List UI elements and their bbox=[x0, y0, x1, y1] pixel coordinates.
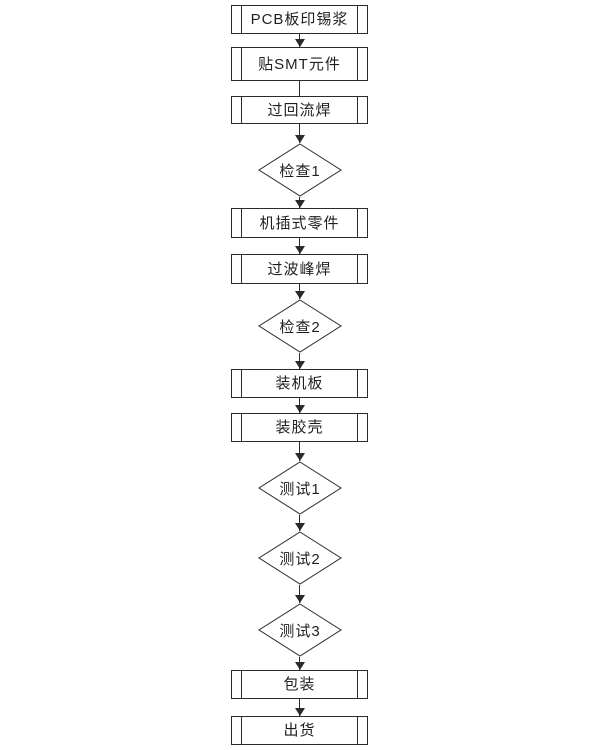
inner-bar-left bbox=[241, 209, 242, 237]
inner-bar-left bbox=[241, 671, 242, 698]
inner-bar-right bbox=[357, 6, 358, 33]
node-board-assembly: 装机板 bbox=[231, 369, 368, 398]
node-test-1: 测试1 bbox=[258, 461, 342, 515]
node-label: 测试3 bbox=[279, 622, 321, 640]
inner-bar-right bbox=[357, 717, 358, 744]
arrow-down-icon bbox=[295, 662, 305, 670]
diamond-shape-icon bbox=[258, 299, 342, 353]
node-label: 测试2 bbox=[279, 550, 321, 568]
node-pcb-solder-paste: PCB板印锡浆 bbox=[231, 5, 368, 34]
inner-bar-left bbox=[241, 6, 242, 33]
diamond-shape-icon bbox=[258, 603, 342, 657]
diamond-shape-icon bbox=[258, 531, 342, 585]
node-label: 出货 bbox=[283, 722, 316, 739]
node-label: 检查1 bbox=[279, 162, 321, 180]
arrow-down-icon bbox=[295, 291, 305, 299]
node-label: 贴SMT元件 bbox=[258, 55, 341, 73]
node-test-2: 测试2 bbox=[258, 531, 342, 585]
node-label: 装机板 bbox=[275, 375, 324, 392]
inner-bar-right bbox=[357, 414, 358, 441]
inner-bar-left bbox=[241, 717, 242, 744]
node-reflow-solder: 过回流焊 bbox=[231, 96, 368, 124]
node-label: 包装 bbox=[283, 676, 316, 693]
inner-bar-left bbox=[241, 255, 242, 283]
node-test-3: 测试3 bbox=[258, 603, 342, 657]
inner-bar-right bbox=[357, 209, 358, 237]
node-wave-solder: 过波峰焊 bbox=[231, 254, 368, 284]
inner-bar-left bbox=[241, 370, 242, 397]
arrow-down-icon bbox=[295, 135, 305, 143]
node-label: 装胶壳 bbox=[275, 419, 324, 436]
flow-connector bbox=[299, 442, 300, 461]
node-smt-placement: 贴SMT元件 bbox=[231, 47, 368, 81]
inner-bar-left bbox=[241, 414, 242, 441]
node-case-assembly: 装胶壳 bbox=[231, 413, 368, 442]
inner-bar-right bbox=[357, 255, 358, 283]
diamond-shape-icon bbox=[258, 143, 342, 197]
flow-connector bbox=[299, 699, 300, 716]
arrow-down-icon bbox=[295, 708, 305, 716]
inner-bar-right bbox=[357, 48, 358, 80]
node-label: 检查2 bbox=[279, 318, 321, 336]
node-packing: 包装 bbox=[231, 670, 368, 699]
node-label: 测试1 bbox=[279, 480, 321, 498]
node-inspect-1: 检查1 bbox=[258, 143, 342, 197]
inner-bar-right bbox=[357, 97, 358, 123]
inner-bar-right bbox=[357, 671, 358, 698]
inner-bar-left bbox=[241, 48, 242, 80]
inner-bar-right bbox=[357, 370, 358, 397]
node-label: 过回流焊 bbox=[267, 101, 332, 119]
node-label: PCB板印锡浆 bbox=[250, 11, 349, 28]
node-label: 过波峰焊 bbox=[267, 260, 332, 278]
arrow-down-icon bbox=[295, 453, 305, 461]
arrow-down-icon bbox=[295, 595, 305, 603]
node-inspect-2: 检查2 bbox=[258, 299, 342, 353]
arrow-down-icon bbox=[295, 39, 305, 47]
arrow-down-icon bbox=[295, 200, 305, 208]
flow-connector bbox=[299, 81, 300, 96]
node-label: 机插式零件 bbox=[259, 214, 340, 232]
node-thru-hole-parts: 机插式零件 bbox=[231, 208, 368, 238]
arrow-down-icon bbox=[295, 405, 305, 413]
node-shipping: 出货 bbox=[231, 716, 368, 745]
inner-bar-left bbox=[241, 97, 242, 123]
arrow-down-icon bbox=[295, 523, 305, 531]
flow-connector bbox=[299, 585, 300, 603]
arrow-down-icon bbox=[295, 246, 305, 254]
arrow-down-icon bbox=[295, 361, 305, 369]
diamond-shape-icon bbox=[258, 461, 342, 515]
flow-connector bbox=[299, 124, 300, 143]
